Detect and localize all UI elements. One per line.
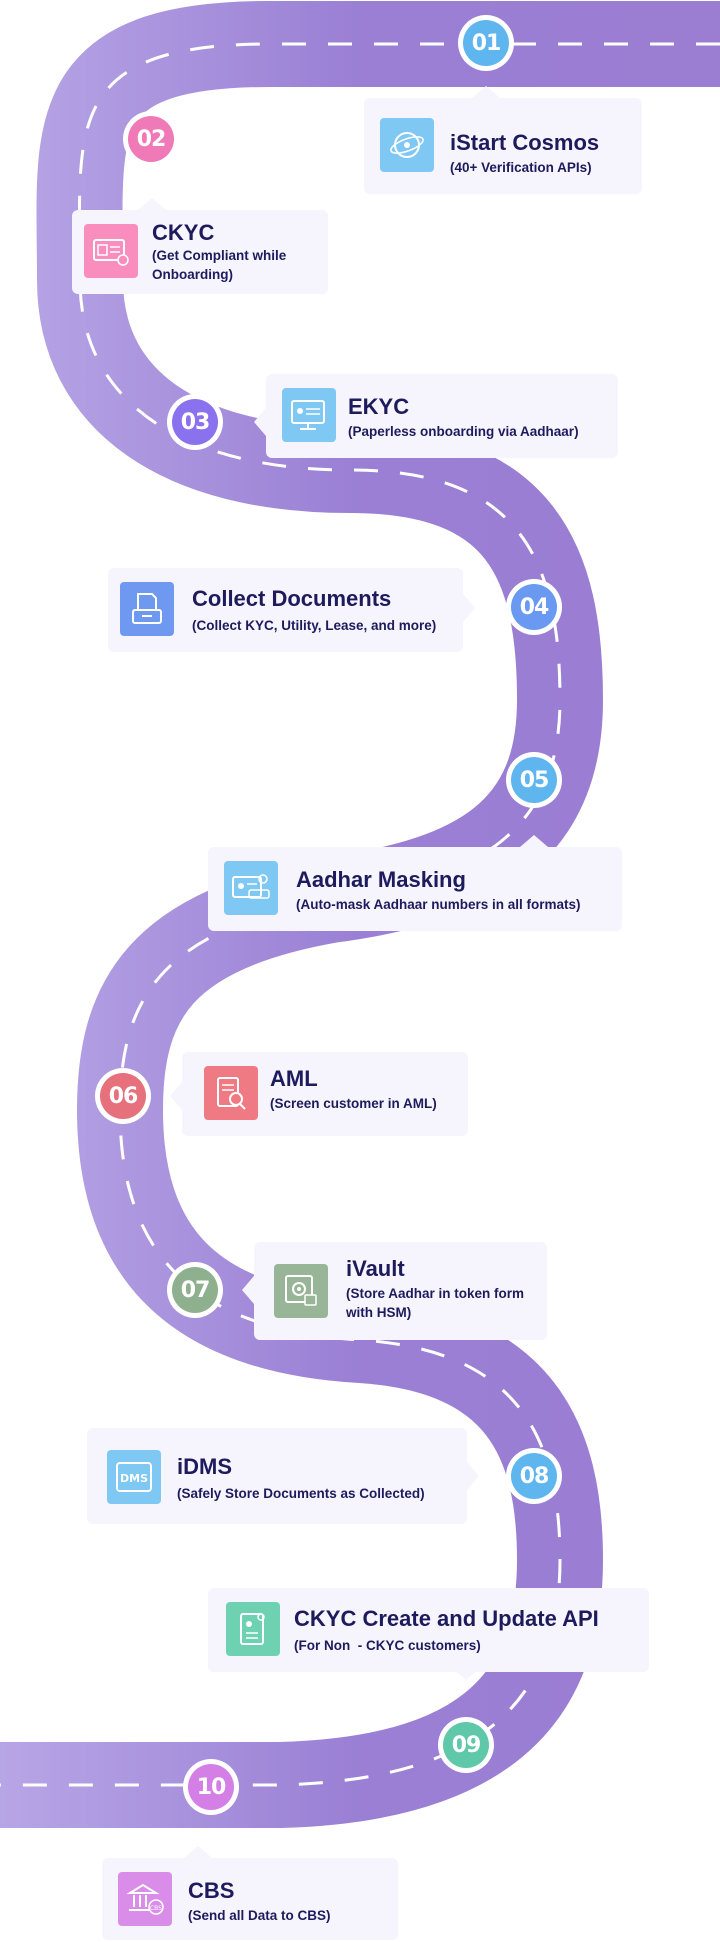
step-card-10: CBS CBS (Send all Data to CBS)	[102, 1858, 398, 1940]
step-card-09: CKYC Create and Update API (For Non - CK…	[208, 1588, 649, 1672]
step-description: (Collect KYC, Utility, Lease, and more)	[192, 618, 437, 633]
step-marker-09: 09	[438, 1717, 494, 1773]
step-description: (Get Compliant while Onboarding)	[152, 248, 287, 282]
step-title: CKYC Create and Update API	[294, 1606, 599, 1631]
step-marker-03: 03	[167, 394, 223, 450]
step-marker-08: 08	[506, 1448, 562, 1504]
step-card-01: iStart Cosmos (40+ Verification APIs)	[364, 98, 642, 194]
card-pointer-02	[138, 198, 166, 210]
step-description: (Screen customer in AML)	[270, 1096, 437, 1111]
step-title: Collect Documents	[192, 586, 392, 611]
card-pointer-05	[520, 835, 548, 847]
step-title: AML	[270, 1066, 318, 1091]
step-marker-04: 04	[506, 579, 562, 635]
step-title: CBS	[188, 1878, 235, 1903]
step-number-08: 08	[511, 1453, 557, 1499]
step-title: EKYC	[348, 394, 410, 419]
card-pointer-07	[242, 1276, 254, 1304]
step-card-08: DMS iDMS (Safely Store Documents as Coll…	[87, 1428, 467, 1524]
step-number-02: 02	[128, 116, 174, 162]
step-description: (Safely Store Documents as Collected)	[177, 1486, 425, 1501]
step-number-03: 03	[172, 399, 218, 445]
step-card-05: Aadhar Masking (Auto-mask Aadhaar number…	[208, 847, 622, 931]
step-marker-01: 01	[458, 15, 514, 71]
step-marker-05: 05	[506, 752, 562, 808]
step-description: (For Non - CKYC customers)	[294, 1638, 481, 1653]
step-number-06: 06	[100, 1073, 146, 1119]
profile-doc-icon	[226, 1602, 280, 1656]
step-description: (Store Aadhar in token form with HSM)	[346, 1286, 525, 1320]
card-pointer-01	[472, 86, 500, 98]
dms-box-icon: DMS	[107, 1450, 161, 1504]
step-card-06: AML (Screen customer in AML)	[182, 1052, 468, 1136]
step-description: (Paperless onboarding via Aadhaar)	[348, 424, 579, 439]
step-card-04: Collect Documents (Collect KYC, Utility,…	[108, 568, 463, 652]
vault-icon	[274, 1264, 328, 1318]
card-pointer-06	[170, 1082, 182, 1110]
masked-card-icon	[224, 861, 278, 915]
step-number-05: 05	[511, 757, 557, 803]
report-eye-icon	[204, 1066, 258, 1120]
id-card-icon	[84, 224, 138, 278]
bank-icon: CBS	[118, 1872, 172, 1926]
step-card-03: EKYC (Paperless onboarding via Aadhaar)	[266, 374, 618, 458]
step-description: (Send all Data to CBS)	[188, 1908, 331, 1923]
document-tray-icon	[120, 582, 174, 636]
step-number-10: 10	[188, 1764, 234, 1810]
step-title: iStart Cosmos	[450, 130, 600, 155]
step-card-02: CKYC (Get Compliant while Onboarding)	[72, 210, 328, 294]
step-number-04: 04	[511, 584, 557, 630]
step-title: iVault	[346, 1256, 405, 1281]
step-marker-10: 10	[183, 1759, 239, 1815]
card-pointer-03	[254, 408, 266, 436]
card-pointer-08	[467, 1462, 479, 1490]
step-number-09: 09	[443, 1722, 489, 1768]
globe-icon	[380, 118, 434, 172]
step-title: iDMS	[177, 1454, 232, 1479]
step-marker-07: 07	[167, 1262, 223, 1318]
step-number-01: 01	[463, 20, 509, 66]
step-marker-02: 02	[123, 111, 179, 167]
step-card-07: iVault (Store Aadhar in token form with …	[254, 1242, 547, 1340]
step-title: CKYC	[152, 220, 215, 245]
step-title: Aadhar Masking	[296, 867, 466, 892]
svg-text:DMS: DMS	[120, 1472, 148, 1485]
screen-id-icon	[282, 388, 336, 442]
step-marker-06: 06	[95, 1068, 151, 1124]
step-number-07: 07	[172, 1267, 218, 1313]
svg-text:CBS: CBS	[150, 1905, 162, 1912]
card-pointer-10	[184, 1846, 212, 1858]
card-pointer-04	[463, 594, 475, 622]
step-description: (Auto-mask Aadhaar numbers in all format…	[296, 897, 581, 912]
step-description: (40+ Verification APIs)	[450, 160, 592, 175]
